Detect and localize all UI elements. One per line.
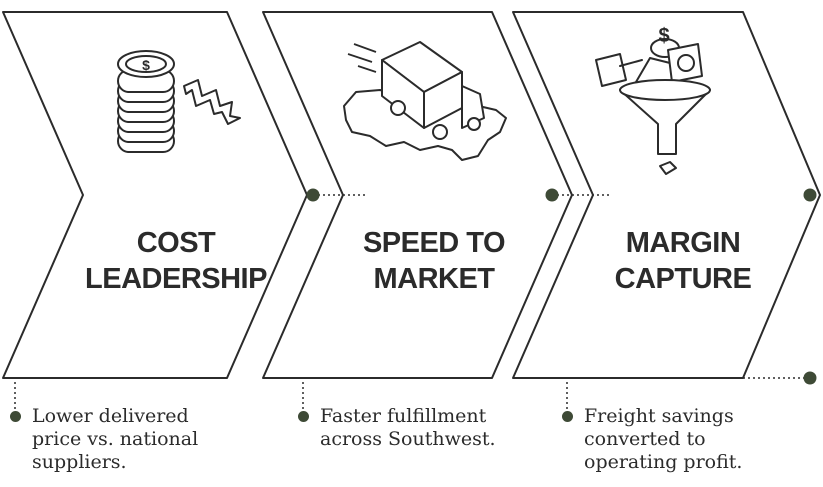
coins-down-arrow-icon: $ [117,50,241,153]
stage-2-caption-line1: Faster fulfillment [298,405,496,428]
stage-3-caption-line3: operating profit. [584,451,743,473]
caption-bullet [562,411,573,422]
connector-dot [306,188,320,202]
stage-2-caption: Faster fulfillment across Southwest. [298,405,496,451]
connector-3 [803,188,817,202]
stage-3-caption-line1: Freight savings [562,405,742,428]
stage-3-caption-line2: converted to [584,428,706,450]
caption-text: Freight savings [584,405,734,427]
connector-2 [545,188,612,202]
stage-1-caption: Lower delivered price vs. national suppl… [10,405,198,474]
caption-bullet [10,411,21,422]
truck-map-icon [343,41,507,161]
connector-dot [545,188,559,202]
stage-1-title-line2: LEADERSHIP [85,263,267,295]
stage-3-title-line1: MARGIN [626,227,741,259]
svg-text:$: $ [658,25,669,47]
money-funnel-icon: $ [595,25,711,175]
stage-3-caption: Freight savings converted to operating p… [562,405,742,474]
svg-text:$: $ [142,57,150,73]
connector-dot [803,371,817,385]
stage-1-caption-line2: price vs. national [32,428,199,450]
connector-4 [743,371,817,385]
stage-1-caption-line1: Lower delivered [10,405,198,428]
stage-1-caption-line3: suppliers. [32,451,127,473]
stage-1-title-line1: COST [137,227,216,259]
stage-3-title-line2: CAPTURE [615,263,752,295]
connector-dot [803,188,817,202]
connector-1 [306,188,368,202]
stage-2-title-line2: MARKET [373,263,495,295]
stage-2-title-line1: SPEED TO [363,227,505,259]
caption-bullet [298,411,309,422]
caption-text: Faster fulfillment [320,405,487,427]
stage-2-caption-line2: across Southwest. [320,428,496,450]
caption-text: Lower delivered [32,405,189,427]
